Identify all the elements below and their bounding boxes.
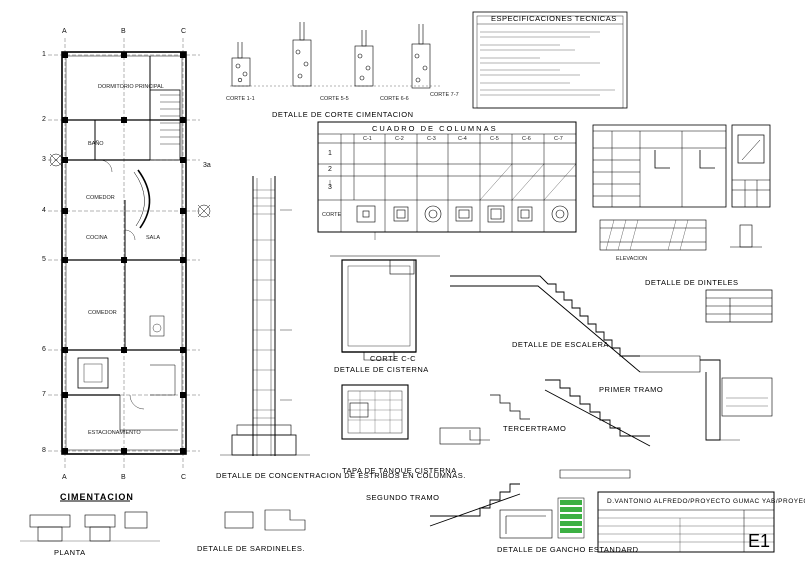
corte-label-4: CORTE 7-7 xyxy=(430,92,459,98)
grid-row-4: 4 xyxy=(42,207,46,214)
project-line: D.VANTONIO ALFREDO/PROYECTO GUMAC YAB/PR… xyxy=(607,498,805,505)
gancho-title: DETALLE DE GANCHO ESTANDARD xyxy=(497,545,639,554)
cuadro-row-3: 3 xyxy=(328,184,332,191)
cimentacion-title: CIMENTACION xyxy=(60,492,134,502)
grid-col-b: B xyxy=(121,28,126,35)
corte-cimentacion-title: DETALLE DE CORTE CIMENTACION xyxy=(272,110,414,119)
grid-row-3a: 3a xyxy=(203,162,211,169)
cuadro-row-1: 1 xyxy=(328,150,332,157)
grid-row-8: 8 xyxy=(42,447,46,454)
grid-col-b-bottom: B xyxy=(121,474,126,481)
cortes-cimentacion xyxy=(230,22,440,89)
segundo-tramo-label: SEGUNDO TRAMO xyxy=(366,493,440,502)
grid-row-6: 6 xyxy=(42,346,46,353)
specs-title: ESPECIFICACIONES TECNICAS xyxy=(491,14,617,23)
planta-label: PLANTA xyxy=(54,548,86,557)
dinteles-detail xyxy=(599,219,773,323)
cisterna-title: DETALLE DE CISTERNA xyxy=(334,365,429,374)
grid-row-1: 1 xyxy=(42,51,46,58)
cuadro-corte-label: CORTE xyxy=(322,212,342,218)
grid-row-7: 7 xyxy=(42,391,46,398)
grid-col-c: C xyxy=(181,28,187,35)
col-header-c7: C-7 xyxy=(554,136,563,142)
escalera-title: DETALLE DE ESCALERA xyxy=(512,340,609,349)
col-header-c6: C-6 xyxy=(522,136,531,142)
room-comedor: COMEDOR xyxy=(86,195,115,201)
sheet-id: E1 xyxy=(748,531,771,551)
cimentacion-detail xyxy=(20,500,306,542)
col-header-c1: C-1 xyxy=(363,136,372,142)
grid-col-c-bottom: C xyxy=(181,474,187,481)
corte-label-1: CORTE 1-1 xyxy=(226,96,255,102)
specs-box xyxy=(472,11,628,109)
tapa-title: TAPA DE TANQUE CISTERNA xyxy=(342,466,457,475)
cuadro-title: CUADRO DE COLUMNAS xyxy=(372,124,498,133)
grid-col-a-bottom: A xyxy=(62,474,67,481)
sardineles-title: DETALLE DE SARDINELES. xyxy=(197,544,305,553)
room-comedor-2: COMEDOR xyxy=(88,310,117,316)
floor-plan xyxy=(48,38,211,470)
empalmes-table xyxy=(592,124,771,208)
col-header-c4: C-4 xyxy=(458,136,467,142)
estribos-elevation xyxy=(220,176,310,456)
cuadro-row-2: 2 xyxy=(328,166,332,173)
corte-cc-label: CORTE C-C xyxy=(370,354,417,363)
misc-marks xyxy=(280,180,376,401)
room-cocina: COCINA xyxy=(86,235,108,241)
primer-tramo-label: PRIMER TRAMO xyxy=(599,385,664,394)
grid-row-5: 5 xyxy=(42,256,46,263)
dinteles-title: DETALLE DE DINTELES xyxy=(645,278,739,287)
grid-row-3: 3 xyxy=(42,156,46,163)
room-bano: BAÑO xyxy=(88,141,104,147)
elevacion-label: ELEVACION xyxy=(616,256,648,262)
col-header-c3: C-3 xyxy=(427,136,436,142)
grid-col-a: A xyxy=(62,28,67,35)
col-header-c5: C-5 xyxy=(490,136,499,142)
title-block xyxy=(557,491,775,553)
room-dormitorio: DORMITORIO PRINCIPAL xyxy=(98,84,164,90)
cuadro-columnas xyxy=(317,121,577,233)
tercer-tramo-label: TERCERTRAMO xyxy=(503,424,567,433)
cisterna-detail xyxy=(330,255,481,445)
estribos-title: DETALLE DE CONCENTRACION DE ESTRIBOS EN … xyxy=(216,471,466,480)
corte-label-3: CORTE 6-6 xyxy=(380,96,409,102)
room-estacionamiento: ESTACIONAMIENTO xyxy=(88,430,141,436)
corte-label-2: CORTE 5-5 xyxy=(320,96,349,102)
room-sala: SALA xyxy=(146,235,161,241)
gancho-detail xyxy=(499,509,553,539)
grid-row-2: 2 xyxy=(42,116,46,123)
escalera-detail xyxy=(429,275,773,527)
col-header-c2: C-2 xyxy=(395,136,404,142)
